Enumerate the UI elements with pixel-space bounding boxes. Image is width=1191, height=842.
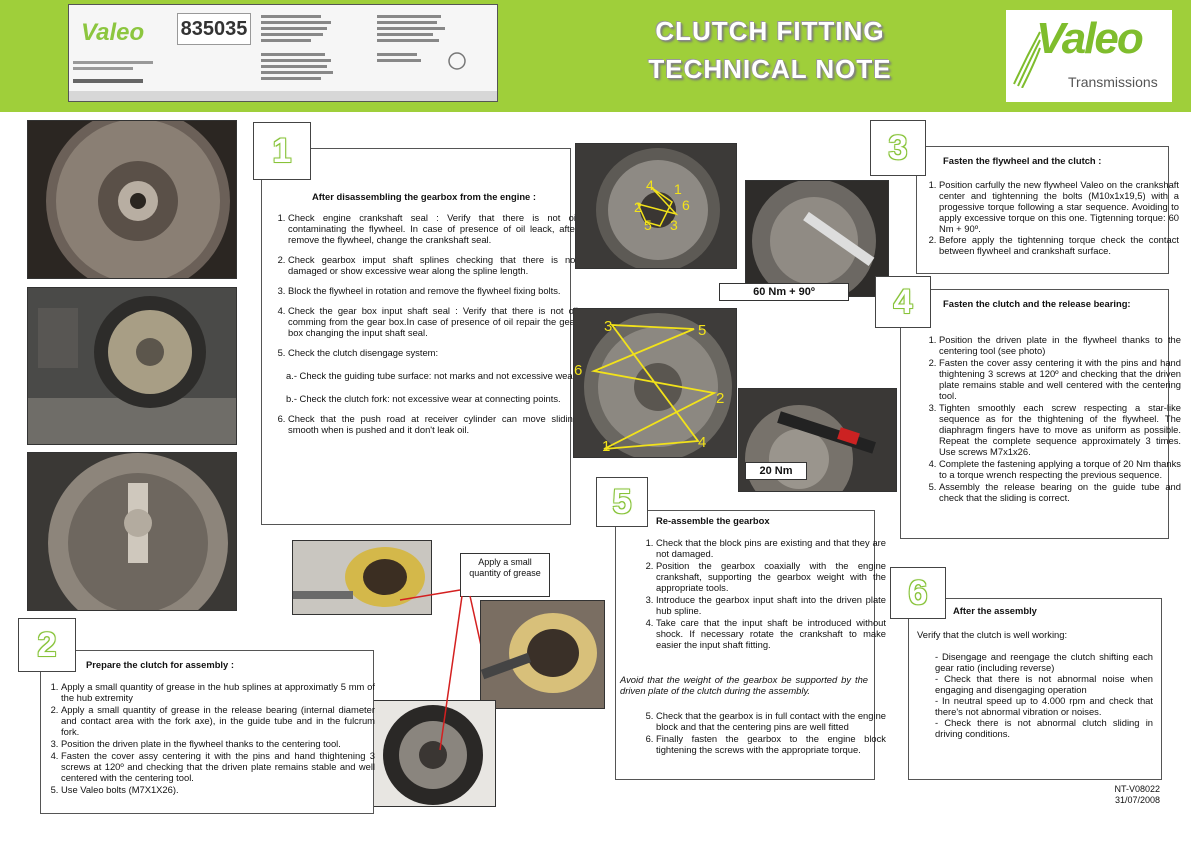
step1-panel: After disassembling the gearbox from the…	[261, 148, 578, 525]
step4-item: Tighten smoothly each screw respecting a…	[939, 402, 1181, 457]
step5-panel: Re-assemble the gearbox Check that the b…	[615, 510, 886, 780]
photo-crankshaft	[27, 287, 237, 445]
step5-note: Avoid that the weight of the gearbox be …	[620, 674, 868, 696]
step1-item: Check the gear box input shaft seal : Ve…	[288, 305, 578, 338]
flywheel-star-label: 3	[670, 217, 678, 233]
step5-item: Introduce the gearbox input shaft into t…	[656, 594, 886, 616]
step1-sub-a: a.- Check the guiding tube surface: not …	[286, 370, 578, 381]
step2-number: 2	[18, 618, 76, 672]
label-barcode-area	[73, 61, 153, 83]
step2-panel: Prepare the clutch for assembly : Apply …	[40, 650, 375, 814]
step6-line: - Check that there is not abnormal noise…	[935, 673, 1153, 695]
step6-number: 6	[890, 567, 946, 619]
callout-arrows	[399, 589, 480, 751]
step4-title: Fasten the clutch and the release bearin…	[943, 298, 1131, 309]
step2-item: Position the driven plate in the flywhee…	[61, 738, 375, 749]
step1-number: 1	[253, 122, 311, 180]
step3-panel: Fasten the flywheel and the clutch : Pos…	[916, 146, 1179, 274]
photo-gearbox	[27, 452, 237, 611]
step3-item: Position carfully the new flywheel Valeo…	[939, 179, 1179, 234]
document-code: NT-V08022	[1114, 784, 1160, 794]
step2-item: Apply a small quantity of grease in the …	[61, 681, 375, 703]
step6-title: After the assembly	[953, 605, 1037, 616]
step6-line: - Check there is not abnormal clutch sli…	[935, 717, 1153, 739]
photo-flywheel-wrench	[745, 180, 889, 297]
product-label: Valeo 835035	[68, 4, 498, 102]
clutch-star-label: 2	[716, 390, 724, 407]
photo-flywheel-star: 4 1 2 6 5 3	[575, 143, 737, 269]
step3-item: Before apply the tightenning torque chec…	[939, 234, 1179, 256]
step2-item: Use Valeo bolts (M7X1X26).	[61, 784, 375, 795]
step1-title: After disassembling the gearbox from the…	[312, 191, 536, 202]
document-footer: NT-V08022 31/07/2008	[1060, 784, 1160, 806]
step1-item: Check that the push road at receiver cyl…	[288, 413, 578, 435]
flywheel-star-label: 4	[646, 177, 654, 193]
step2-title: Prepare the clutch for assembly :	[86, 659, 234, 670]
step5-number: 5	[596, 477, 648, 527]
step1-item: Check engine crankshaft seal : Verify th…	[288, 212, 578, 245]
step1-item: Block the flywheel in rotation and remov…	[288, 285, 578, 296]
clutch-star-label: 6	[574, 362, 582, 379]
photo-grease-hub	[292, 540, 432, 615]
clutch-star-label: 4	[698, 434, 706, 451]
document-date: 31/07/2008	[1114, 795, 1160, 805]
label-bottom-bar	[69, 91, 497, 101]
brand-name: Valeo	[1036, 14, 1144, 63]
flywheel-star-label: 5	[644, 217, 652, 233]
step3-title: Fasten the flywheel and the clutch :	[943, 155, 1102, 166]
step4-item: Fasten the cover assy centering it with …	[939, 357, 1181, 401]
flywheel-star-label: 2	[634, 199, 642, 215]
step1-item: Check gearbox imput shaft splines checki…	[288, 254, 578, 276]
photo-flywheel	[27, 120, 237, 279]
step5-item: Position the gearbox coaxially with the …	[656, 560, 886, 593]
grease-callout: Apply a small quantity of grease	[460, 553, 550, 597]
step4-item: Complete the fastening applying a torque…	[939, 458, 1181, 480]
step4-panel: Fasten the clutch and the release bearin…	[900, 289, 1181, 539]
step4-number: 4	[875, 276, 931, 328]
step5-item: Take care that the input shaft be introd…	[656, 617, 886, 650]
logo-swoosh-icon	[1013, 31, 1041, 88]
step4-item: Position the driven plate in the flywhee…	[939, 334, 1181, 356]
step5-item: Finally fasten the gearbox to the engine…	[656, 733, 886, 755]
step5-item: Check that the gearbox is in full contac…	[656, 710, 886, 732]
step6-line: - In neutral speed up to 4.000 rpm and c…	[935, 695, 1153, 717]
step5-title: Re-assemble the gearbox	[656, 515, 770, 526]
step4-item: Assembly the release bearing on the guid…	[939, 481, 1181, 503]
clutch-star-label: 1	[602, 438, 610, 455]
step6-intro: Verify that the clutch is well working:	[917, 629, 1068, 640]
step3-number: 3	[870, 120, 926, 176]
step5-item: Check that the block pins are existing a…	[656, 537, 886, 559]
valeo-logo: Valeo Transmissions	[1006, 10, 1172, 102]
brand-subtitle: Transmissions	[1068, 74, 1158, 90]
label-reference: 835035	[177, 13, 251, 45]
clutch-star-label: 5	[698, 322, 706, 339]
photo-grease-bearing	[480, 600, 605, 709]
torque-label-clutch: 20 Nm	[745, 462, 807, 480]
torque-label-flywheel: 60 Nm + 90º	[719, 283, 849, 301]
flywheel-star-label: 1	[674, 181, 682, 197]
step1-item: Check the clutch disengage system: a.- C…	[286, 347, 578, 404]
step1-sub-b: b.- Check the clutch fork: not excessive…	[286, 393, 561, 404]
step6-panel: After the assembly Verify that the clutc…	[908, 598, 1162, 780]
photo-driven-plate	[370, 700, 496, 807]
step2-item: Fasten the cover assy centering it with …	[61, 750, 375, 783]
step2-item: Apply a small quantity of grease in the …	[61, 704, 375, 737]
clutch-star-label: 3	[604, 318, 612, 335]
photo-clutch-star: 3 5 6 2 1 4	[573, 308, 737, 458]
page-title: CLUTCH FITTING TECHNICAL NOTE	[648, 16, 892, 84]
step6-line: - Disengage and reengage the clutch shif…	[935, 651, 1153, 673]
flywheel-star-label: 6	[682, 197, 690, 213]
label-logo: Valeo	[81, 19, 145, 46]
label-fine-print	[261, 15, 466, 80]
